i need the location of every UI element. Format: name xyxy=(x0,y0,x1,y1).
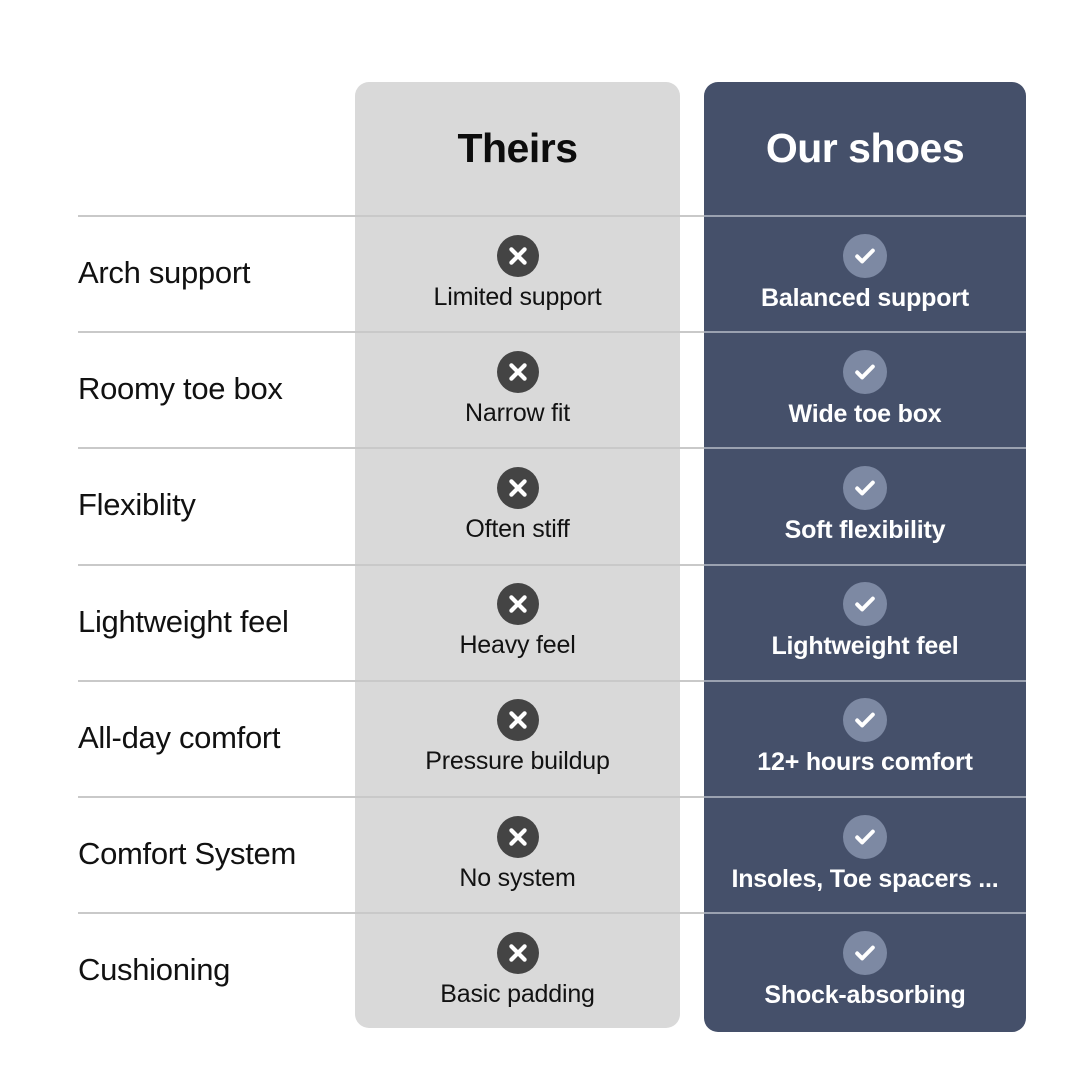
row-divider xyxy=(78,563,1026,566)
theirs-cell: No system xyxy=(355,796,680,912)
check-circle-icon xyxy=(843,582,887,627)
feature-label: Lightweight feel xyxy=(78,603,289,639)
check-circle-icon xyxy=(843,814,887,859)
our-shoes-cell: 12+ hours comfort xyxy=(704,680,1026,796)
our-shoes-cell-text: Insoles, Toe spacers ... xyxy=(731,864,999,893)
theirs-cell-text: Often stiff xyxy=(465,515,570,544)
our-shoes-cell: Insoles, Toe spacers ... xyxy=(704,796,1026,912)
theirs-cell-text: Narrow fit xyxy=(465,398,570,427)
theirs-cell-text: Basic padding xyxy=(440,979,595,1008)
our-shoes-cell-text: 12+ hours comfort xyxy=(757,748,973,777)
row-divider xyxy=(78,679,1026,682)
our-shoes-cell: Wide toe box xyxy=(704,331,1026,447)
check-circle-icon xyxy=(843,233,887,278)
row-divider-dark xyxy=(704,563,1026,566)
column-header-our-shoes: Our shoes xyxy=(765,125,965,171)
cross-circle-icon xyxy=(496,234,539,277)
row-divider xyxy=(78,795,1026,798)
row-divider-dark xyxy=(704,679,1026,682)
theirs-cell-text: Heavy feel xyxy=(459,631,576,660)
theirs-cell: Limited support xyxy=(355,215,680,331)
our-shoes-cell-text: Balanced support xyxy=(761,283,969,312)
cross-circle-icon xyxy=(496,350,539,393)
table-header-row: Theirs Our shoes xyxy=(0,82,1080,215)
feature-label: Roomy toe box xyxy=(78,371,283,407)
row-divider xyxy=(78,447,1026,450)
cross-circle-icon xyxy=(496,583,539,626)
cross-circle-icon xyxy=(496,699,539,742)
cross-circle-icon xyxy=(496,467,539,510)
row-divider xyxy=(78,912,1026,915)
theirs-cell: Often stiff xyxy=(355,447,680,563)
theirs-cell-text: Limited support xyxy=(433,282,602,311)
check-circle-icon xyxy=(843,930,887,975)
cross-circle-icon xyxy=(496,815,539,858)
column-header-theirs: Theirs xyxy=(457,125,578,171)
theirs-cell-text: Pressure buildup xyxy=(425,747,610,776)
row-divider-dark xyxy=(704,912,1026,915)
our-shoes-cell: Lightweight feel xyxy=(704,564,1026,680)
our-shoes-cell: Soft flexibility xyxy=(704,447,1026,563)
theirs-cell-text: No system xyxy=(459,863,576,892)
theirs-cell: Pressure buildup xyxy=(355,680,680,796)
feature-label: All-day comfort xyxy=(78,719,281,755)
row-divider xyxy=(78,331,1026,334)
feature-label: Cushioning xyxy=(78,952,231,988)
our-shoes-cell: Shock-absorbing xyxy=(704,912,1026,1028)
check-circle-icon xyxy=(843,349,887,394)
theirs-cell: Heavy feel xyxy=(355,564,680,680)
feature-label: Comfort System xyxy=(78,836,297,872)
row-divider-dark xyxy=(704,331,1026,334)
our-shoes-cell-text: Soft flexibility xyxy=(784,516,946,545)
our-shoes-cell-text: Shock-absorbing xyxy=(764,980,966,1009)
row-divider xyxy=(78,215,1026,217)
cross-circle-icon xyxy=(496,931,539,974)
feature-label: Flexiblity xyxy=(78,487,196,523)
theirs-cell: Narrow fit xyxy=(355,331,680,447)
check-circle-icon xyxy=(843,466,887,511)
feature-label: Arch support xyxy=(78,255,251,291)
row-divider-dark xyxy=(704,795,1026,798)
our-shoes-cell-text: Wide toe box xyxy=(788,399,942,428)
theirs-cell: Basic padding xyxy=(355,912,680,1028)
our-shoes-cell: Balanced support xyxy=(704,215,1026,331)
row-divider-dark xyxy=(704,447,1026,450)
row-divider-dark xyxy=(704,215,1026,217)
check-circle-icon xyxy=(843,698,887,743)
our-shoes-cell-text: Lightweight feel xyxy=(771,632,959,661)
table-row: Comfort System No system Insoles, Toe spac… xyxy=(0,795,1080,912)
